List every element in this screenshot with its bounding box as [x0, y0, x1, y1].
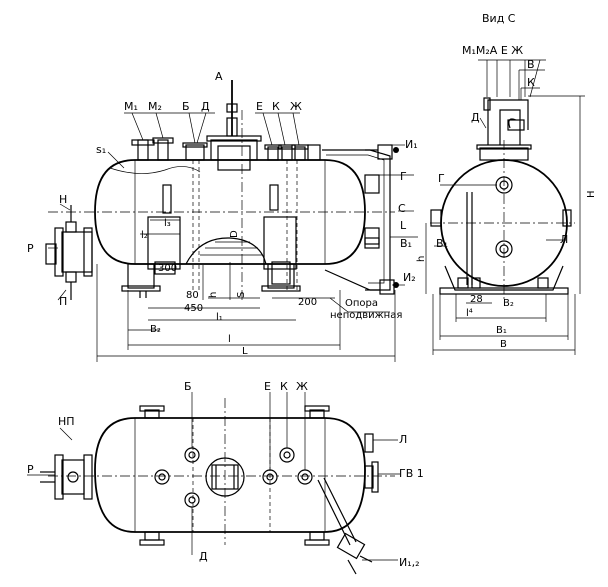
label-M2: M₂ [148, 100, 162, 113]
plan-label-D: Д [199, 550, 208, 563]
label-I2: И₂ [403, 271, 416, 284]
label-D-dim: D [229, 230, 240, 238]
side-dim-28: 28 [470, 294, 483, 305]
side-label-L: Л [560, 233, 568, 246]
plan-label-NP: НП [58, 415, 75, 428]
side-view-labels: Вид С M₁M₂А Е Ж В К Д Г В₁ Л H h 28 В₂ l… [416, 12, 597, 350]
label-R: Р [27, 242, 34, 255]
side-label-K: К [527, 76, 535, 89]
side-view [425, 59, 585, 355]
dim-200: 200 [298, 297, 317, 308]
label-E: Е [256, 100, 263, 113]
side-label-B2: В₂ [503, 298, 514, 309]
label-D: Д [201, 100, 210, 113]
side-label-D: Д [471, 111, 480, 124]
dim-300: 300 [158, 263, 177, 274]
label-I1: И₁ [405, 138, 418, 151]
dim-450: 450 [184, 303, 203, 314]
label-s1: s₁ [96, 143, 106, 156]
label-support-fixed: неподвижная [330, 310, 402, 321]
label-Zh: Ж [290, 100, 302, 113]
plan-label-K: К [280, 380, 288, 393]
label-l2: l₂ [141, 230, 148, 241]
plan-label-R: Р [27, 463, 34, 476]
side-label-G: Г [438, 172, 445, 185]
label-L: L [400, 219, 407, 232]
side-label-H: H [586, 190, 597, 198]
label-support: Опора [345, 298, 378, 309]
label-L: L [242, 346, 248, 357]
plan-view [27, 392, 400, 575]
plan-view-labels: Б Е К Ж НП Р Л ГВ 1 Д И₁,₂ [27, 380, 424, 569]
side-label-h: h [416, 256, 427, 262]
side-label-V1: В₁ [436, 237, 448, 250]
plan-label-GV1: ГВ 1 [399, 467, 424, 480]
label-S: S [236, 292, 247, 298]
label-M1: M₁ [124, 100, 138, 113]
label-V1: В₁ [400, 237, 412, 250]
label-B: Б [182, 100, 190, 113]
front-view-labels: А M₁ M₂ Б Д Е К Ж s₁ Н Р П И₁ Г С L В₁ И… [27, 70, 418, 357]
plan-label-L: Л [399, 433, 407, 446]
label-G: Г [400, 170, 407, 183]
label-P: П [59, 295, 67, 308]
label-K: К [272, 100, 280, 113]
label-h: h [208, 292, 219, 298]
plan-label-E: Е [264, 380, 271, 393]
front-view [45, 80, 418, 362]
dim-80: 80 [186, 290, 199, 301]
side-label-l4: l⁴ [466, 308, 473, 319]
label-l3: l₃ [164, 218, 171, 229]
side-top-labels: M₁M₂А Е Ж [462, 44, 523, 57]
side-label-B: В [500, 339, 507, 350]
label-l1: l₁ [216, 312, 223, 323]
plan-label-I12: И₁,₂ [399, 556, 420, 569]
label-C: С [398, 202, 406, 215]
label-B2: В₂ [150, 324, 161, 335]
side-label-B1: В₁ [496, 325, 507, 336]
plan-label-Zh: Ж [296, 380, 308, 393]
label-A: А [215, 70, 223, 83]
view-title: Вид С [482, 12, 516, 25]
side-label-B: В [527, 58, 535, 71]
label-l: l [228, 334, 231, 345]
plan-label-B: Б [184, 380, 192, 393]
label-N: Н [59, 193, 67, 206]
